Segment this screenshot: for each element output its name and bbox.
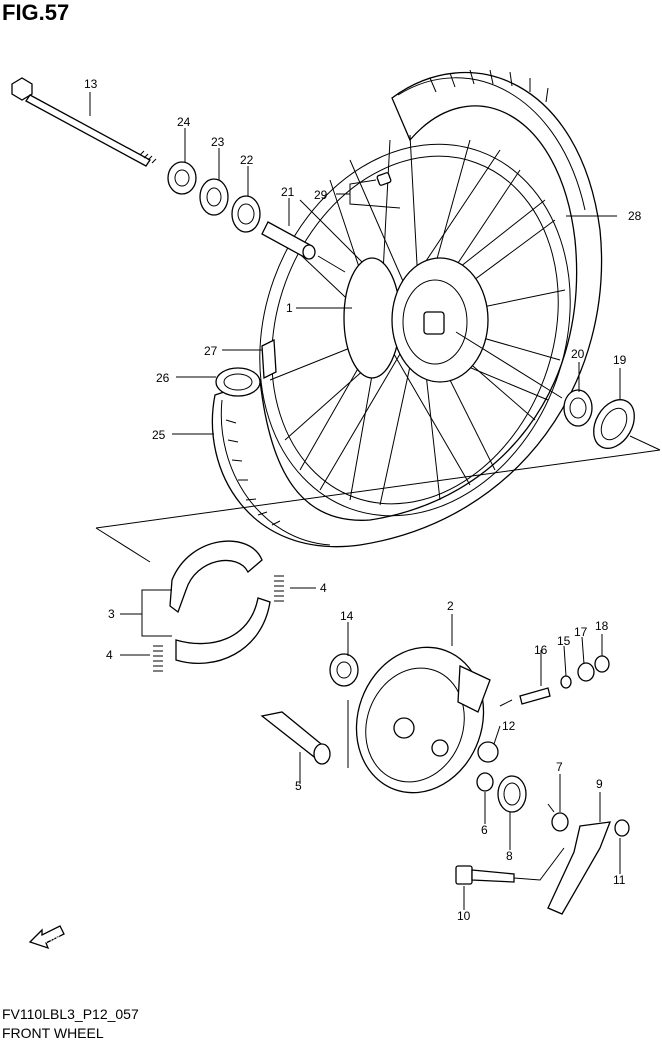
callout-25: 25 bbox=[152, 428, 166, 442]
callout-15: 15 bbox=[557, 634, 571, 648]
cam-shaft-part-5 bbox=[260, 711, 331, 765]
callout-17: 17 bbox=[574, 625, 588, 639]
callout-1: 1 bbox=[286, 301, 293, 315]
gearbox-part-14 bbox=[329, 653, 359, 687]
callout-19: 19 bbox=[613, 353, 627, 367]
cable-part-16 bbox=[519, 687, 551, 705]
brake-panel-part-2 bbox=[355, 646, 491, 794]
spacer-part-21 bbox=[261, 221, 316, 260]
washer-part-6 bbox=[476, 772, 494, 792]
callout-7: 7 bbox=[556, 760, 563, 774]
figure-name: FRONT WHEEL bbox=[2, 1025, 104, 1041]
valve-part-29 bbox=[376, 172, 392, 186]
nut-part-12 bbox=[477, 741, 499, 763]
axle-bolt-part-13 bbox=[11, 77, 157, 167]
brake-arm-part-9 bbox=[547, 821, 611, 915]
callout-18: 18 bbox=[595, 619, 609, 633]
brake-shoe-part-3-lower bbox=[175, 597, 271, 664]
spring-part-8 bbox=[497, 775, 527, 813]
callout-13: 13 bbox=[84, 77, 98, 91]
spring-part-4-lower bbox=[153, 645, 163, 672]
fwd-arrow-icon: FWD bbox=[28, 925, 65, 950]
indicator-part-7 bbox=[551, 812, 569, 832]
collar-part-24 bbox=[167, 161, 197, 195]
rim-part-28 bbox=[259, 143, 571, 517]
callout-12: 12 bbox=[502, 719, 516, 733]
bearing-part-22 bbox=[231, 195, 261, 233]
callout-2: 2 bbox=[447, 599, 454, 613]
washer-part-15 bbox=[560, 675, 572, 689]
callout-4-lower: 4 bbox=[106, 648, 113, 662]
bearing-part-20 bbox=[563, 389, 593, 427]
callout-9: 9 bbox=[596, 777, 603, 791]
callout-5: 5 bbox=[295, 779, 302, 793]
callout-21: 21 bbox=[281, 185, 295, 199]
callout-10: 10 bbox=[457, 909, 471, 923]
leader-lines bbox=[89, 92, 621, 910]
callout-26: 26 bbox=[156, 371, 170, 385]
callout-24: 24 bbox=[177, 115, 191, 129]
seal-part-23 bbox=[199, 178, 229, 216]
callout-3: 3 bbox=[108, 607, 115, 621]
callout-20: 20 bbox=[571, 347, 585, 361]
callout-28: 28 bbox=[628, 209, 642, 223]
nut-part-17 bbox=[577, 662, 595, 682]
tube-part-26 bbox=[215, 367, 261, 397]
spring-part-4-upper bbox=[274, 575, 284, 602]
callout-14: 14 bbox=[340, 609, 354, 623]
brake-shoe-part-3-upper bbox=[169, 540, 263, 614]
nut-part-11 bbox=[614, 819, 630, 837]
callout-27: 27 bbox=[204, 344, 218, 358]
callout-16: 16 bbox=[534, 643, 548, 657]
callout-4-upper: 4 bbox=[320, 581, 327, 595]
seal-part-19 bbox=[593, 399, 635, 449]
callout-8: 8 bbox=[506, 849, 513, 863]
bolt-part-10 bbox=[455, 865, 515, 885]
figure-title: FIG.57 bbox=[2, 0, 70, 25]
callout-22: 22 bbox=[240, 153, 254, 167]
explode-lines bbox=[95, 255, 661, 881]
callout-6: 6 bbox=[481, 823, 488, 837]
callout-23: 23 bbox=[211, 135, 225, 149]
rim-band-part-27 bbox=[261, 338, 277, 380]
callout-29: 29 bbox=[314, 188, 328, 202]
hub-part-1 bbox=[343, 257, 489, 383]
figure-code: FV110LBL3_P12_057 bbox=[2, 1006, 139, 1022]
callout-11: 11 bbox=[613, 873, 626, 887]
bushing-part-18 bbox=[594, 655, 610, 673]
tire-part-25 bbox=[211, 69, 603, 548]
